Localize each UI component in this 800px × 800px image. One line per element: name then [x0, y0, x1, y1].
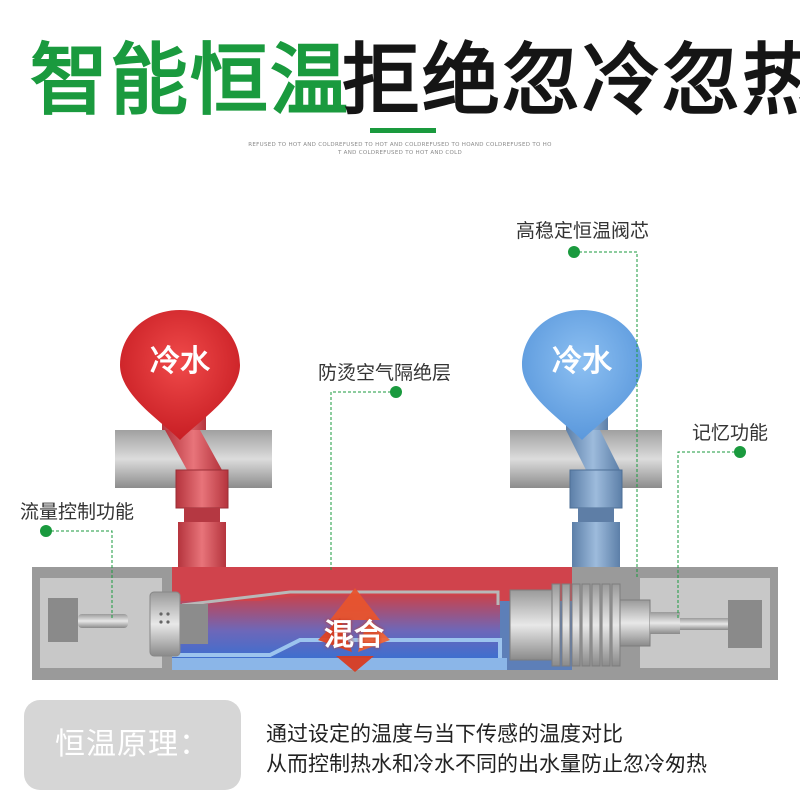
right-angled-pipe — [566, 430, 620, 470]
mix-label: 混合 — [324, 618, 384, 653]
right-lower-pipe — [572, 522, 620, 567]
left-sensor-probe — [78, 614, 128, 628]
right-sensor-probe — [680, 618, 728, 630]
callout-dot-insulation — [390, 386, 402, 398]
principle-line-2: 从而控制热水和冷水不同的出水量防止忽冷匆热 — [266, 752, 707, 776]
title-underline — [370, 128, 436, 133]
recycle-icon — [318, 588, 390, 672]
title-secondary: 拒绝忽冷忽热 — [342, 36, 800, 126]
valve-core-threads — [551, 583, 621, 667]
valve-core-stem — [650, 612, 680, 634]
right-coupling — [569, 469, 623, 509]
subtitle-line-1: REFUSED TO HOT AND COLDREFUSED TO HOT AN… — [248, 142, 552, 148]
callout-dot-memory — [734, 446, 746, 458]
left-angled-pipe — [165, 430, 222, 470]
right-end-plug — [728, 600, 762, 648]
left-neck — [184, 508, 220, 522]
cold-drop-label: 冷水 — [552, 344, 612, 379]
principle-badge — [24, 700, 241, 790]
hot-water-drop — [120, 310, 240, 440]
hot-drop-label: 冷水 — [150, 344, 210, 379]
callout-flow-control: 流量控制功能 — [20, 501, 135, 523]
left-coupling — [175, 469, 229, 509]
cold-water-drop — [522, 310, 642, 440]
callout-memory: 记忆功能 — [692, 422, 769, 444]
callout-leaders — [46, 251, 740, 620]
principle-label: 恒温原理： — [55, 727, 210, 762]
callout-valve-core: 高稳定恒温阀芯 — [516, 220, 650, 242]
callout-dot-valve-core — [568, 246, 580, 258]
title-primary: 智能恒温 — [30, 36, 351, 126]
left-end-plug — [48, 598, 78, 642]
flow-control-cap — [149, 591, 181, 657]
flow-control-stem — [180, 604, 208, 644]
callout-dot-flow-control — [40, 525, 52, 537]
right-neck — [578, 508, 614, 522]
principle-line-1: 通过设定的温度与当下传感的温度对比 — [266, 722, 623, 746]
insulation-layer — [181, 590, 500, 607]
left-lower-pipe — [178, 522, 226, 567]
valve-core-nut — [619, 599, 651, 647]
cold-channel-edge — [172, 638, 502, 660]
valve-core-base — [509, 589, 553, 661]
cold-layer — [172, 658, 507, 670]
callout-insulation: 防烫空气隔绝层 — [318, 362, 452, 384]
subtitle-line-2: T AND COLDREFUSED TO HOT AND COLD — [337, 150, 463, 156]
